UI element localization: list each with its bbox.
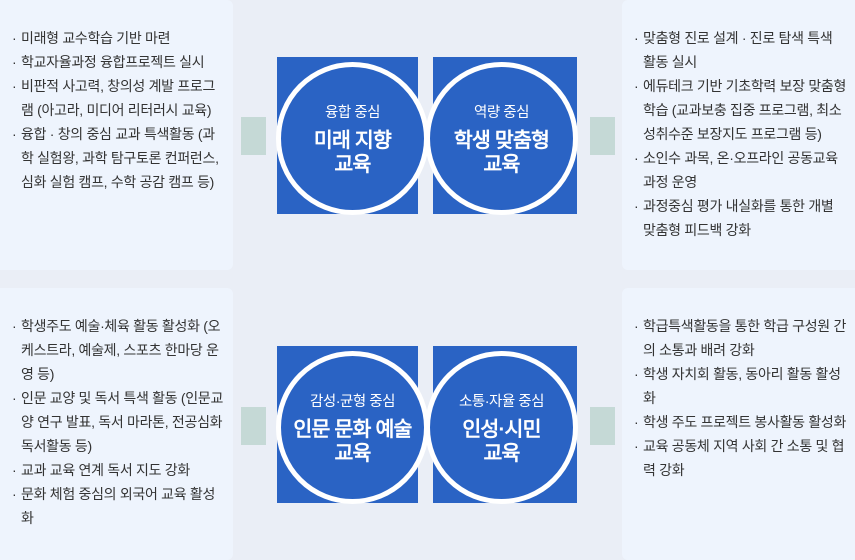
list-item-text: 학생주도 예술·체육 활동 활성화 (오케스트라, 예술제, 스포츠 한마당 운… (21, 318, 221, 382)
bullet-dot: · (12, 318, 17, 334)
bullet-dot: · (12, 390, 17, 406)
list-item-text: 소인수 과목, 온·오프라인 공동교육 과정 운영 (643, 150, 838, 190)
list-item-text: 학생 자치회 활동, 동아리 활동 활성화 (643, 366, 841, 406)
list-item-text: 융합 · 창의 중심 교과 특색활동 (과학 실험왕, 과학 탐구토론 컨퍼런스… (21, 126, 219, 190)
circle-title: 학생 맞춤형 교육 (453, 128, 550, 176)
bullet-dot: · (12, 78, 17, 94)
circle-label: 감성·균형 중심 (310, 393, 395, 410)
bullet-dot: · (12, 54, 17, 70)
bullet-dot: · (634, 414, 639, 430)
bullet-dot: · (12, 462, 17, 478)
circle-title: 인문 문화 예술 교육 (293, 417, 412, 465)
list-item: · 학급특색활동을 통한 학급 구성원 간의 소통과 배려 강화 (634, 314, 847, 362)
circle-student-customized-education: 역량 중심 학생 맞춤형 교육 (425, 62, 578, 215)
circle-humanities-culture-arts-education: 감성·균형 중심 인문 문화 예술 교육 (276, 351, 429, 504)
circle-label: 융합 중심 (325, 104, 380, 121)
list-item: · 비판적 사고력, 창의성 계발 프로그램 (아고라, 미디어 리터러시 교육… (12, 74, 225, 122)
list-item: · 교육 공동체 지역 사회 간 소통 및 협력 강화 (634, 434, 847, 482)
list-item: · 교과 교육 연계 독서 지도 강화 (12, 458, 225, 482)
connector-square (590, 117, 615, 155)
connector-square (241, 117, 266, 155)
panel-humanities-culture-arts-details: · 학생주도 예술·체육 활동 활성화 (오케스트라, 예술제, 스포츠 한마당… (0, 288, 233, 560)
list-item: · 인문 교양 및 독서 특색 활동 (인문교양 연구 발표, 독서 마라톤, … (12, 386, 225, 458)
bullet-dot: · (634, 366, 639, 382)
circle-title: 인성·시민 교육 (462, 417, 541, 465)
panel-student-customized-details: · 맞춤형 진로 설계 · 진로 탐색 특색 활동 실시 · 에듀테크 기반 기… (622, 0, 855, 270)
circle-future-oriented-education: 융합 중심 미래 지향 교육 (276, 62, 429, 215)
bullet-dot: · (12, 30, 17, 46)
list-item-text: 과정중심 평가 내실화를 통한 개별 맞춤형 피드백 강화 (643, 198, 834, 238)
list-item-text: 맞춤형 진로 설계 · 진로 탐색 특색 활동 실시 (643, 30, 833, 70)
list-item-text: 학급특색활동을 통한 학급 구성원 간의 소통과 배려 강화 (643, 318, 847, 358)
connector-square (590, 407, 615, 445)
list-item-text: 교육 공동체 지역 사회 간 소통 및 협력 강화 (643, 438, 845, 478)
list-item: · 과정중심 평가 내실화를 통한 개별 맞춤형 피드백 강화 (634, 194, 847, 242)
list-item-text: 학생 주도 프로젝트 봉사활동 활성화 (643, 414, 847, 430)
list-item: · 학생 자치회 활동, 동아리 활동 활성화 (634, 362, 847, 410)
circle-character-citizen-education: 소통·자율 중심 인성·시민 교육 (425, 351, 578, 504)
circle-title: 미래 지향 교육 (313, 128, 392, 176)
circle-label: 소통·자율 중심 (459, 393, 544, 410)
list-item: · 에듀테크 기반 기초학력 보장 맞춤형 학습 (교과보충 집중 프로그램, … (634, 74, 847, 146)
list-item: · 소인수 과목, 온·오프라인 공동교육 과정 운영 (634, 146, 847, 194)
list-item: · 융합 · 창의 중심 교과 특색활동 (과학 실험왕, 과학 탐구토론 컨퍼… (12, 122, 225, 194)
list-item: · 학생주도 예술·체육 활동 활성화 (오케스트라, 예술제, 스포츠 한마당… (12, 314, 225, 386)
list-item-text: 인문 교양 및 독서 특색 활동 (인문교양 연구 발표, 독서 마라톤, 전공… (21, 390, 224, 454)
bullet-dot: · (634, 438, 639, 454)
list-item-text: 에듀테크 기반 기초학력 보장 맞춤형 학습 (교과보충 집중 프로그램, 최소… (643, 78, 847, 142)
bullet-dot: · (634, 318, 639, 334)
bullet-list: · 미래형 교수학습 기반 마련 · 학교자율과정 융합프로젝트 실시 · 비판… (0, 0, 233, 194)
list-item-text: 문화 체험 중심의 외국어 교육 활성화 (21, 486, 216, 526)
list-item: · 맞춤형 진로 설계 · 진로 탐색 특색 활동 실시 (634, 26, 847, 74)
bullet-dot: · (634, 150, 639, 166)
bullet-dot: · (12, 126, 17, 142)
list-item-text: 학교자율과정 융합프로젝트 실시 (21, 54, 205, 70)
connector-square (241, 407, 266, 445)
list-item: · 미래형 교수학습 기반 마련 (12, 26, 225, 50)
list-item: · 문화 체험 중심의 외국어 교육 활성화 (12, 482, 225, 530)
panel-future-oriented-details: · 미래형 교수학습 기반 마련 · 학교자율과정 융합프로젝트 실시 · 비판… (0, 0, 233, 270)
bullet-dot: · (12, 486, 17, 502)
list-item: · 학생 주도 프로젝트 봉사활동 활성화 (634, 410, 847, 434)
bullet-dot: · (634, 198, 639, 214)
bullet-dot: · (634, 78, 639, 94)
bullet-list: · 학급특색활동을 통한 학급 구성원 간의 소통과 배려 강화 · 학생 자치… (622, 288, 855, 482)
bullet-dot: · (634, 30, 639, 46)
list-item-text: 교과 교육 연계 독서 지도 강화 (21, 462, 190, 478)
panel-character-citizen-details: · 학급특색활동을 통한 학급 구성원 간의 소통과 배려 강화 · 학생 자치… (622, 288, 855, 560)
circle-label: 역량 중심 (474, 104, 529, 121)
list-item-text: 비판적 사고력, 창의성 계발 프로그램 (아고라, 미디어 리터러시 교육) (21, 78, 216, 118)
list-item-text: 미래형 교수학습 기반 마련 (21, 30, 171, 46)
bullet-list: · 맞춤형 진로 설계 · 진로 탐색 특색 활동 실시 · 에듀테크 기반 기… (622, 0, 855, 242)
list-item: · 학교자율과정 융합프로젝트 실시 (12, 50, 225, 74)
bullet-list: · 학생주도 예술·체육 활동 활성화 (오케스트라, 예술제, 스포츠 한마당… (0, 288, 233, 530)
